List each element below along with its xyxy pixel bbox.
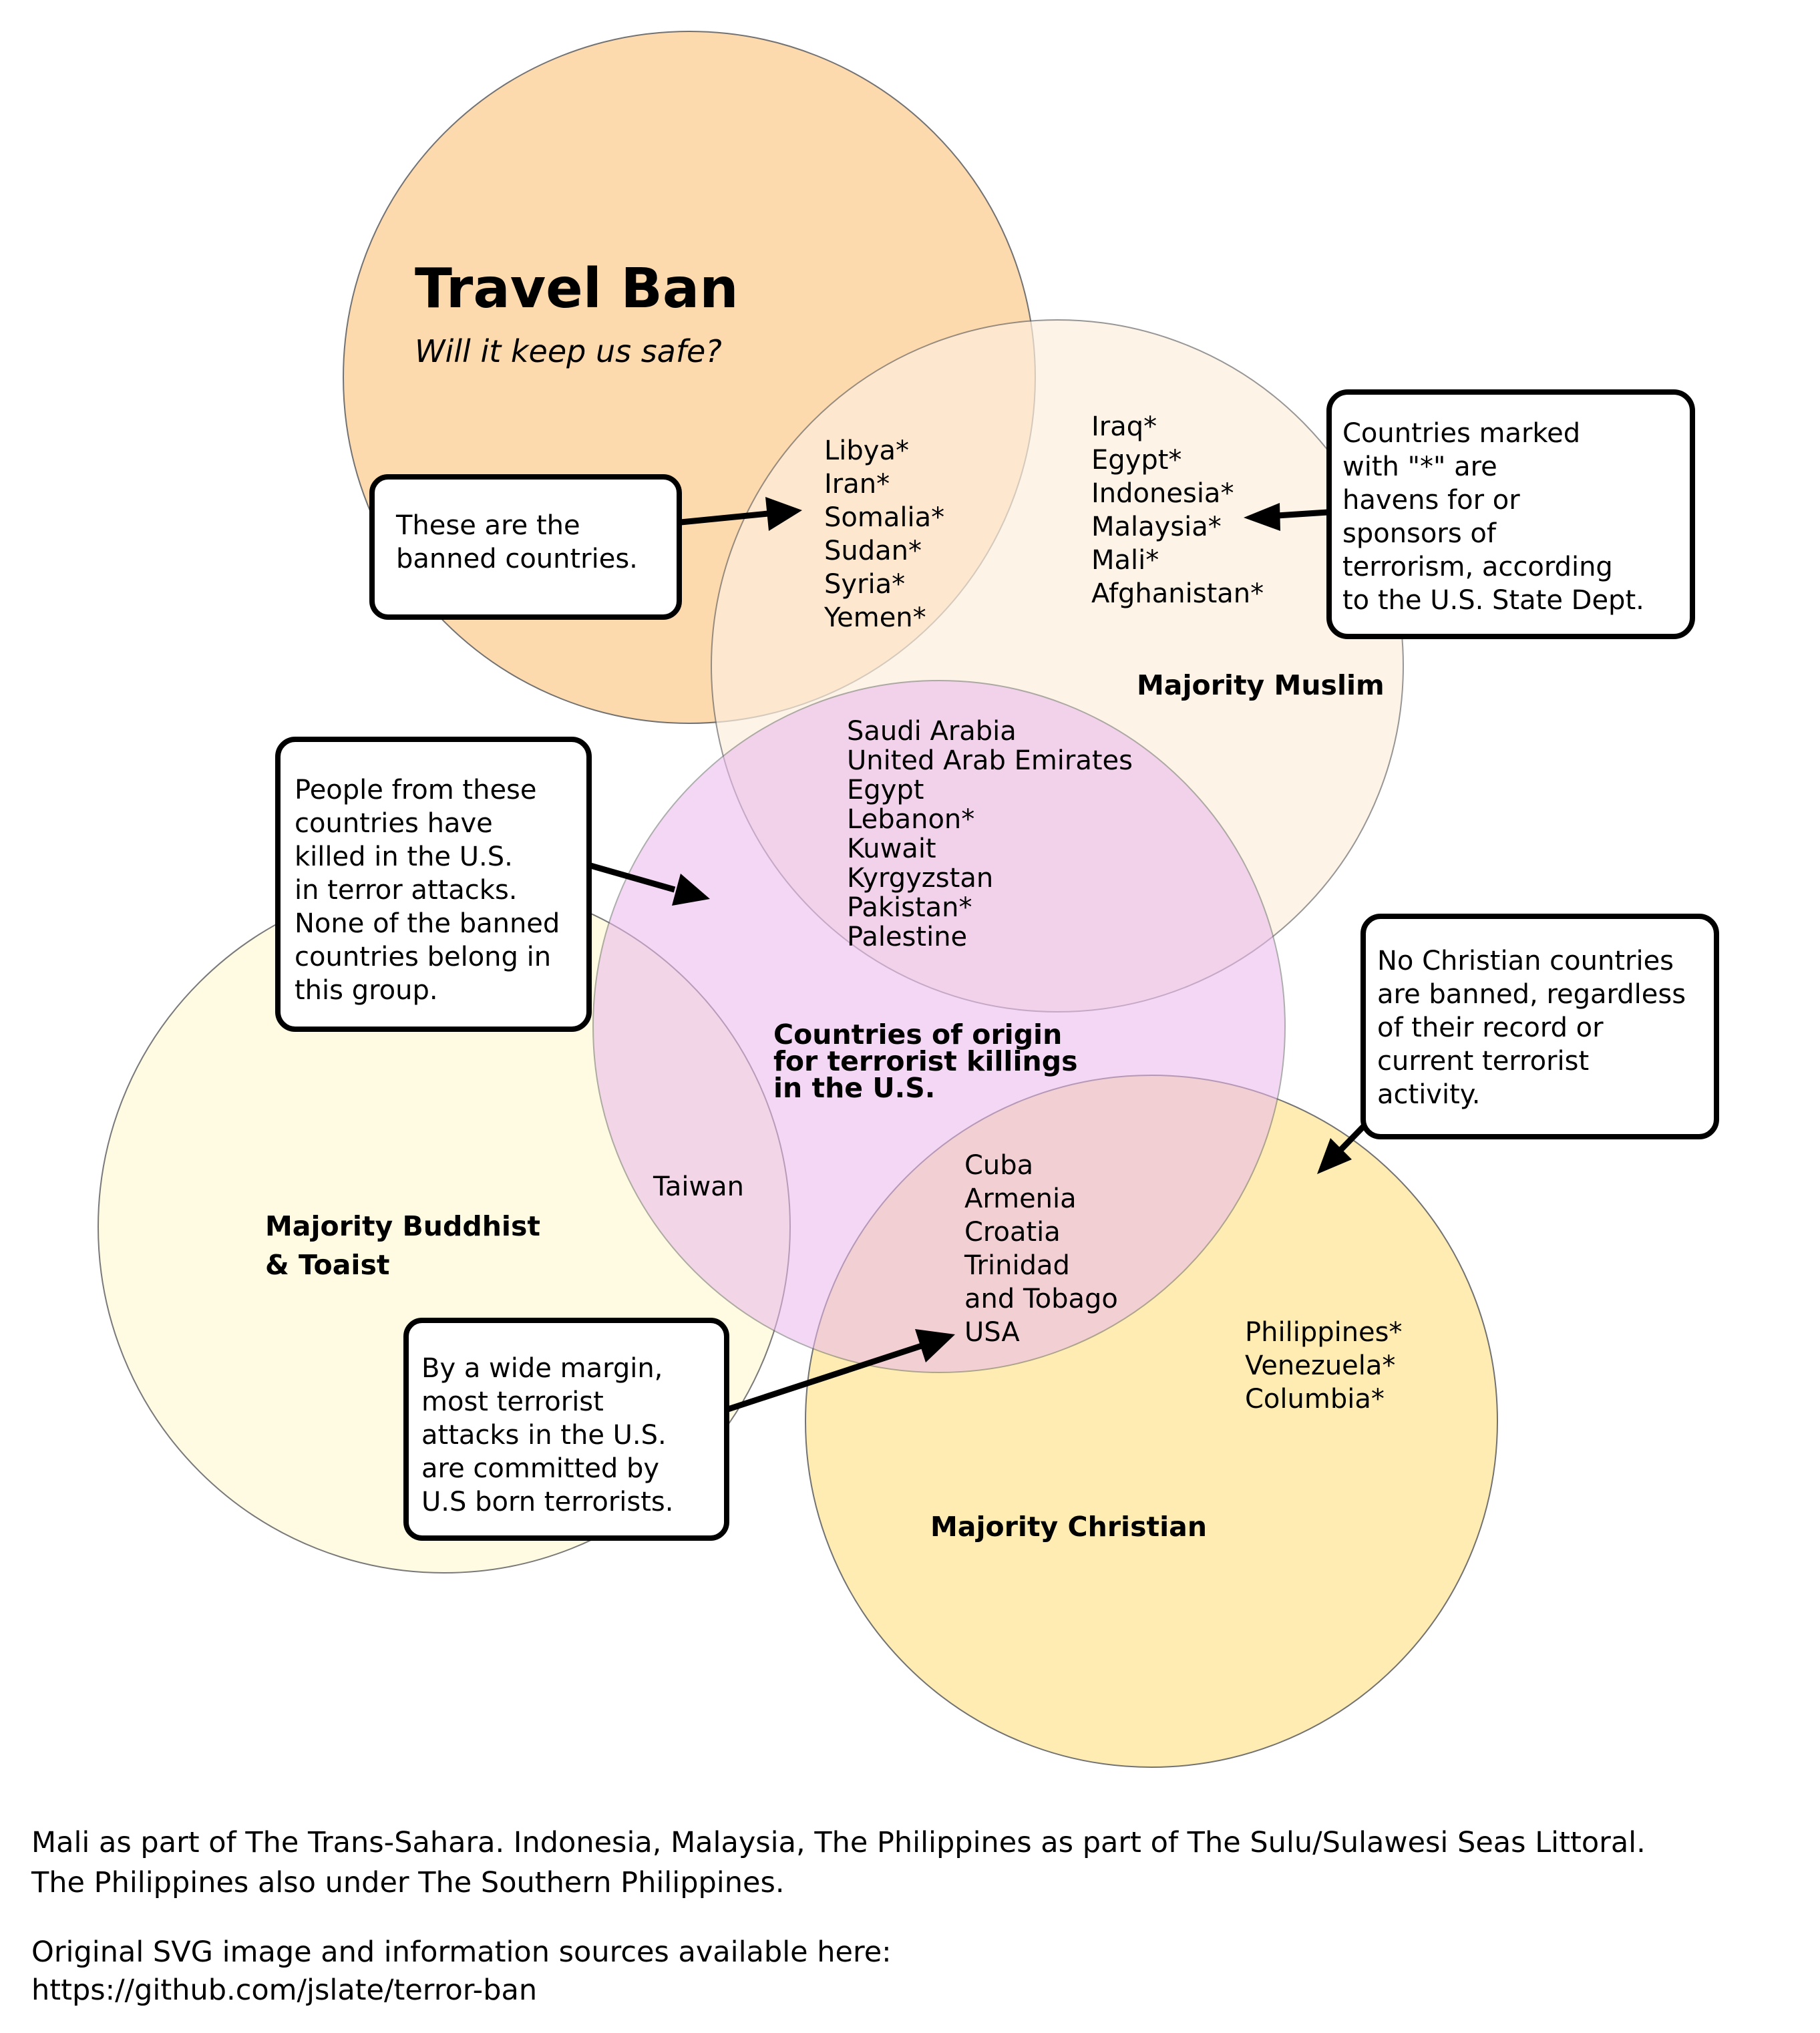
banned-callout-arrow <box>680 510 769 526</box>
no-christian-banned-callout: No Christian countries are banned, regar… <box>1360 914 1719 1139</box>
terror-origin-circle <box>592 680 1286 1373</box>
muslim-terror-countries-list: Saudi Arabia United Arab Emirates Egypt … <box>847 716 1141 952</box>
svg-text:Countries marked with "*: Countries marked with "*" are havens for… <box>1342 418 1644 616</box>
svg-text:People from these countr: People from these countries have killed … <box>295 775 568 1006</box>
no-christian-banned-arrowhead <box>1317 1138 1352 1174</box>
us-born-terrorists-callout: By a wide margin, most terrorist attacks… <box>403 1318 729 1541</box>
us-born-terrorists-arrowhead <box>915 1329 955 1362</box>
star-legend-arrowhead <box>1244 503 1280 531</box>
us-born-terrorists-arrow <box>727 1342 923 1413</box>
terror-killers-arrowhead <box>672 874 710 906</box>
christian-terror-countries-list: Cuba Armenia Croatia Trinidad and Tobago… <box>964 1150 1127 1348</box>
buddhist-terror-countries-list: Taiwan <box>653 1171 744 1202</box>
muslim-only-countries-list: Iraq* Egypt* Indonesia* Malaysia* Mali* … <box>1091 411 1264 609</box>
footer-note-line-1: Mali as part of The Trans-Sahara. Indone… <box>31 1826 1646 1859</box>
star-legend-arrow <box>1276 509 1328 519</box>
footer-source-link[interactable]: https://github.com/jslate/terror-ban <box>31 1974 537 2007</box>
majority-buddhist-label: Majority Buddhist & Toaist <box>265 1210 550 1281</box>
banned-countries-callout: These are the banned countries. <box>369 474 682 620</box>
svg-text:By a wide margin, most t: By a wide margin, most terrorist attacks… <box>421 1353 675 1517</box>
majority-christian-label: Majority Christian <box>930 1511 1207 1543</box>
diagram-subtitle: Will it keep us safe? <box>415 333 722 369</box>
footer-source-line-1: Original SVG image and information sourc… <box>31 1935 892 1969</box>
star-legend-callout: Countries marked with "*" are havens for… <box>1326 389 1695 639</box>
diagram-title: Travel Ban <box>415 257 739 321</box>
banned-countries-list: Libya* Iran* Somalia* Sudan* Syria* Yeme… <box>824 435 953 633</box>
majority-muslim-label: Majority Muslim <box>1137 669 1385 701</box>
no-christian-banned-arrow <box>1338 1123 1367 1152</box>
banned-callout-arrowhead <box>765 497 802 531</box>
footer-note-line-2: The Philippines also under The Southern … <box>31 1866 785 1899</box>
terror-origin-label: Countries of origin for terrorist killin… <box>773 1019 1087 1104</box>
svg-text:These are the banned cou: These are the banned countries. <box>395 510 638 574</box>
svg-text:No Christian countries a: No Christian countries are banned, regar… <box>1377 946 1694 1110</box>
terror-killers-callout: People from these countries have killed … <box>275 737 592 1032</box>
christian-only-countries-list: Philippines* Venezuela* Columbia* <box>1245 1317 1411 1415</box>
terror-killers-arrow <box>589 862 676 893</box>
